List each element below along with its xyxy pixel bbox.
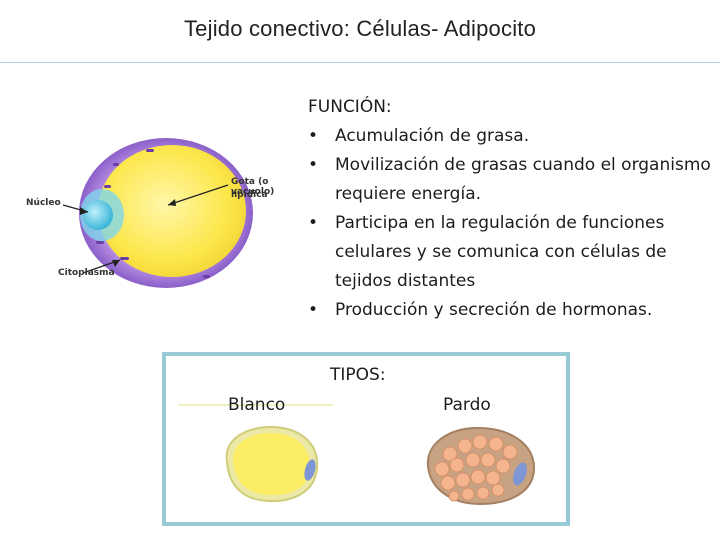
functions-list: Acumulación de grasa. Movilización de gr… (308, 122, 718, 325)
cytoplasm-label: Citoplasma (58, 268, 115, 278)
decorative-rule (178, 404, 333, 406)
white-adipocyte-label: Blanco (228, 395, 286, 415)
function-item: Producción y secreción de hormonas. (308, 296, 718, 325)
adipocyte-illustration (62, 138, 253, 288)
nucleus (83, 200, 113, 230)
adipocyte-diagram: Núcleo Gota (o vacuolo) lipídica Citopla… (18, 135, 308, 295)
brown-adipocyte-illustration (426, 426, 536, 506)
title-divider (0, 62, 720, 63)
lipid-droplet-label-line1: Gota (o vacuolo) (231, 177, 275, 197)
function-item: Movilización de grasas cuando el organis… (308, 151, 718, 209)
functions-section: FUNCIÓN: Acumulación de grasa. Movilizac… (308, 93, 718, 325)
function-item: Acumulación de grasa. (308, 122, 718, 151)
functions-heading: FUNCIÓN: (308, 97, 392, 117)
lipid-droplet-label-line2: lipídica (231, 190, 268, 200)
slide-title: Tejido conectivo: Células- Adipocito (183, 16, 537, 41)
white-adipocyte-illustration (225, 425, 319, 503)
nucleus-label: Núcleo (26, 198, 61, 208)
types-heading: TIPOS: (330, 365, 386, 385)
brown-adipocyte-label: Pardo (443, 395, 491, 415)
lipid-droplet (98, 145, 246, 277)
function-item: Participa en la regulación de funciones … (308, 209, 718, 296)
